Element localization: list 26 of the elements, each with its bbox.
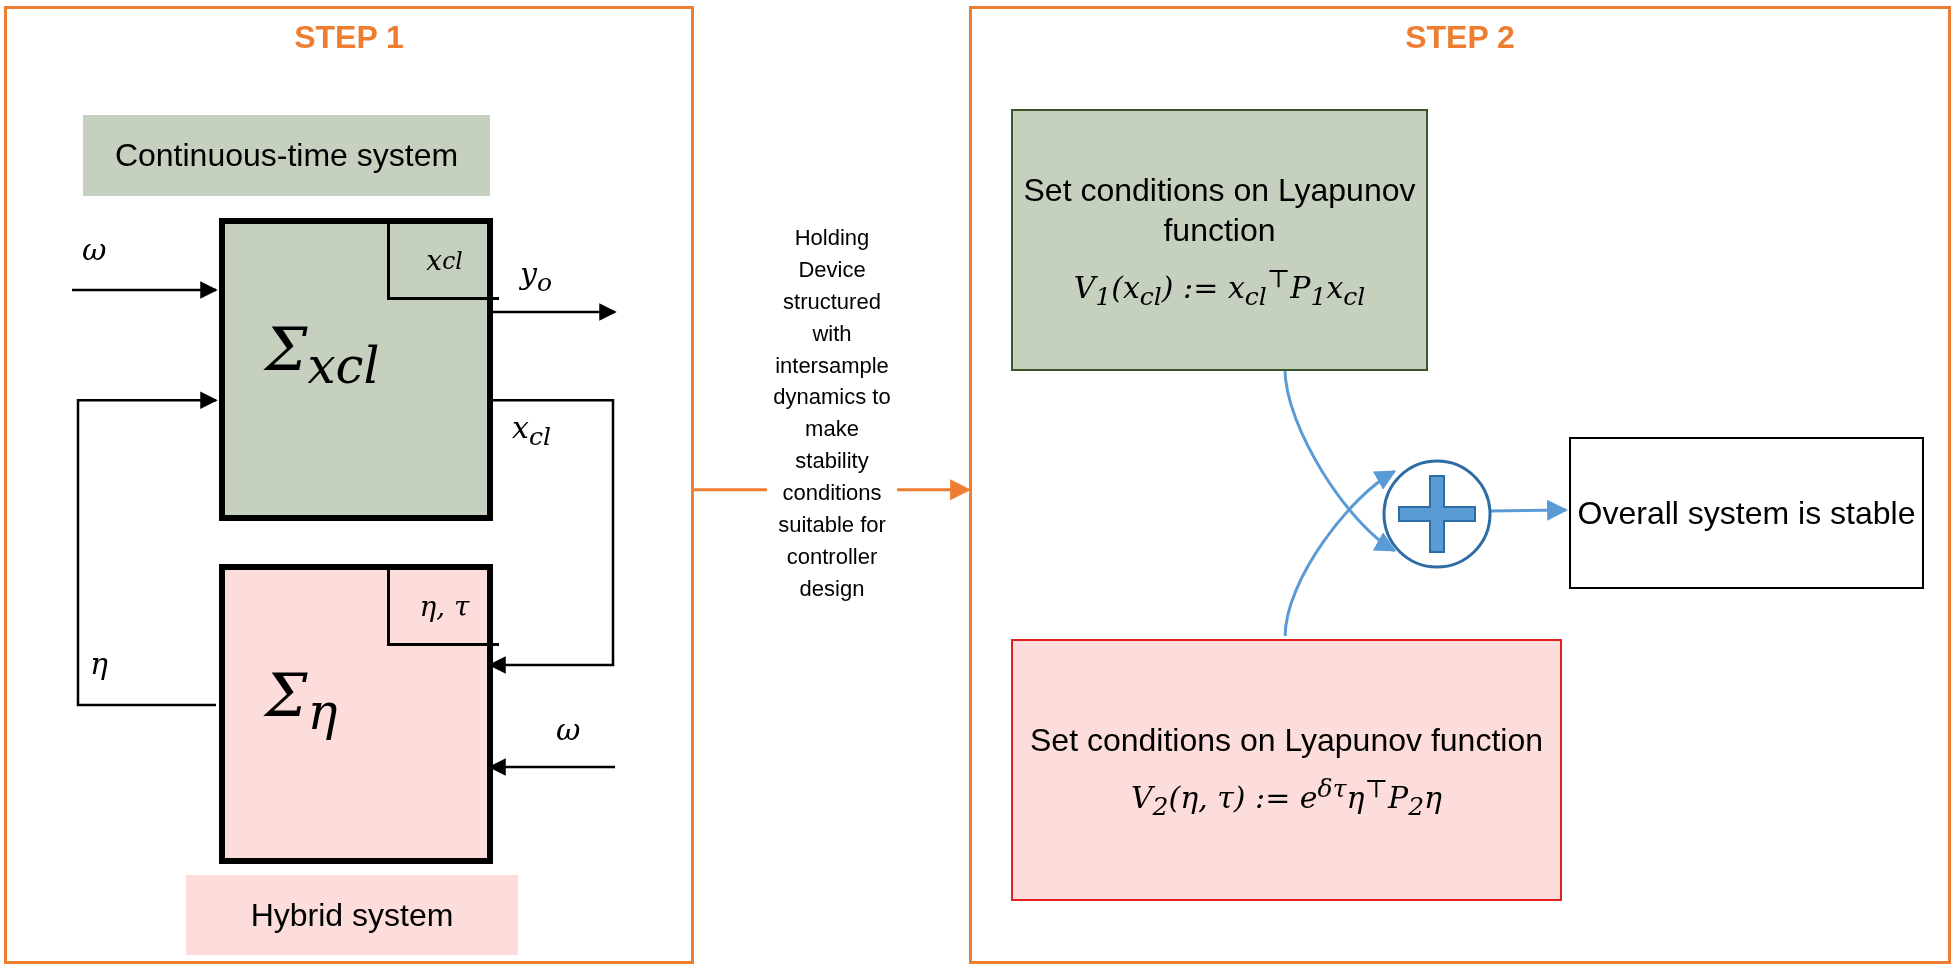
condition-heading: Set conditions on Lyapunov function: [1022, 170, 1417, 250]
formula: V$_{1}$(x$_{cl}$) := x$_{cl}$$^{⊤}$P$_{1}$x$_{cl}$: [1073, 263, 1366, 311]
step-heading: STEP 2: [1404, 19, 1516, 56]
formula: V$_{2}$(η, τ) := e$^{δτ}$η$^{⊤}$P$_{2}$η: [1130, 773, 1443, 821]
edge-label: η: [90, 646, 108, 681]
step-heading: STEP 1: [293, 19, 405, 56]
block-symbol: Σ$_{η}$: [265, 660, 338, 741]
condition-box: [1011, 109, 1428, 371]
summing-junction: [1381, 458, 1493, 570]
condition-heading: Set conditions on Lyapunov function: [1030, 720, 1543, 760]
edge-label: y$_{o}$: [520, 256, 552, 297]
block-symbol: Σ$_{xcl}$: [265, 314, 380, 395]
condition-box: [1011, 639, 1562, 901]
label-band: Hybrid system: [186, 875, 518, 955]
state-box: η, τ: [387, 570, 499, 646]
step-panel: [969, 6, 1951, 964]
signal-arrow: [72, 281, 218, 299]
edge-label: x$_{cl}$: [512, 410, 551, 451]
edge-label: ω: [556, 712, 581, 747]
edge-label: ω: [82, 232, 107, 267]
label-band: Continuous-time system: [83, 115, 490, 196]
arrow: [1283, 470, 1397, 637]
arrow: [76, 391, 218, 707]
step-panel: [4, 6, 694, 964]
result-box: Overall system is stable: [1569, 437, 1924, 589]
arrow: [1489, 499, 1569, 521]
